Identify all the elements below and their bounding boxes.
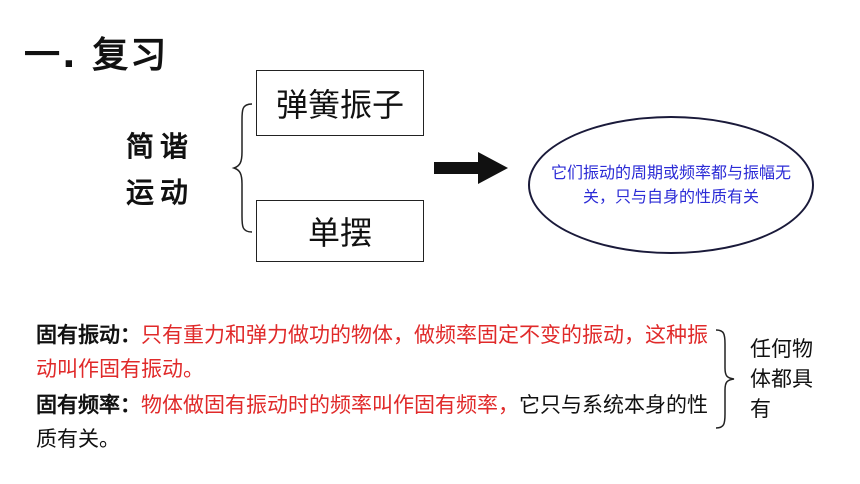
term-natural-frequency: 固有频率： xyxy=(36,393,141,417)
side-note: 任何物体都具有 xyxy=(750,337,813,421)
definition-text-red: 只有重力和弹力做功的物体，做频率固定不变的振动，这种振动叫作固有振动。 xyxy=(36,323,708,381)
spring-oscillator-box: 弹簧振子 xyxy=(256,70,424,136)
definition-natural-vibration: 固有振动：只有重力和弹力做功的物体，做频率固定不变的振动，这种振动叫作固有振动。 xyxy=(36,318,716,386)
term-natural-vibration: 固有振动： xyxy=(36,323,141,347)
definition-text-black: 它只与系统本身的性质有关。 xyxy=(36,393,708,451)
left-brace xyxy=(231,103,253,233)
right-arrow-icon xyxy=(434,152,508,184)
section-title: 一. 复习 xyxy=(24,35,169,76)
definition-natural-frequency: 固有频率：物体做固有振动时的频率叫作固有频率，它只与系统本身的性质有关。 xyxy=(36,388,716,456)
topic-label: 简谐 运动 xyxy=(126,124,194,216)
definition-text-red: 物体做固有振动时的频率叫作固有频率， xyxy=(141,393,519,417)
topic-line-1: 简谐 xyxy=(126,130,195,163)
conclusion-ellipse: 它们振动的周期或频率都与振幅无关，只与自身的性质有关 xyxy=(528,116,814,254)
simple-pendulum-box: 单摆 xyxy=(256,200,424,262)
conclusion-text: 它们振动的周期或频率都与振幅无关，只与自身的性质有关 xyxy=(550,163,791,206)
topic-line-2: 运动 xyxy=(126,176,195,209)
right-brace xyxy=(715,329,735,429)
